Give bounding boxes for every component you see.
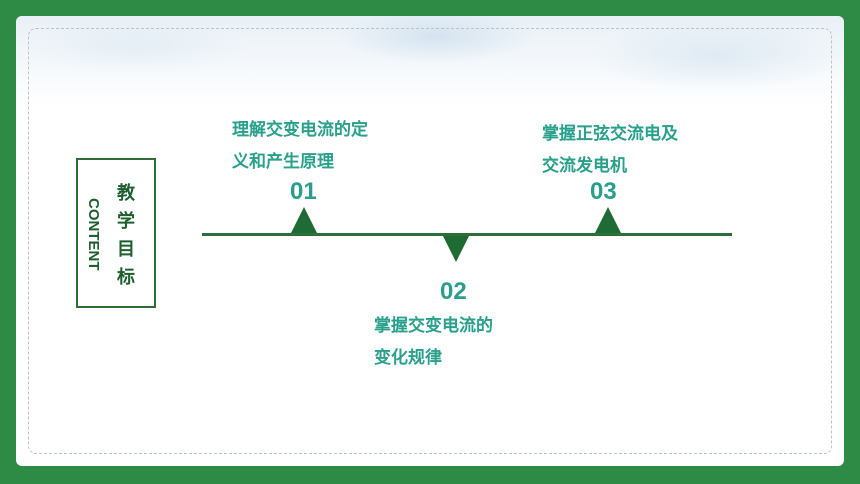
- goal-line: 变化规律: [374, 348, 442, 368]
- goal-line: 掌握交变电流的: [374, 316, 493, 336]
- timeline-marker-down-icon: [443, 236, 469, 262]
- goal-line: 掌握正弦交流电及: [542, 124, 678, 144]
- section-title-box: CONTENT 教 学 目 标: [76, 158, 156, 308]
- section-title-char: 教: [117, 183, 135, 204]
- dashed-frame: [28, 28, 832, 454]
- goal-02-text: 掌握交变电流的 变化规律: [374, 310, 493, 374]
- slide: CONTENT 教 学 目 标 理解交变电流的定 义和产生原理 01 02 掌握…: [16, 16, 844, 466]
- timeline-line: [202, 233, 732, 236]
- goal-line: 义和产生原理: [232, 152, 334, 172]
- section-title-char: 标: [117, 267, 135, 288]
- goal-01-text: 理解交变电流的定 义和产生原理: [232, 114, 368, 178]
- goal-line: 理解交变电流的定: [232, 120, 368, 140]
- timeline-marker-up-icon: [595, 207, 621, 233]
- timeline-marker-up-icon: [291, 207, 317, 233]
- goal-02-number: 02: [440, 278, 467, 305]
- section-title: 教 学 目 标: [114, 180, 138, 292]
- content-label: CONTENT: [85, 197, 102, 271]
- section-title-char: 目: [117, 239, 135, 260]
- section-title-char: 学: [117, 211, 135, 232]
- goal-01-number: 01: [290, 178, 317, 205]
- goal-03-text: 掌握正弦交流电及 交流发电机: [542, 118, 678, 182]
- sky-background: [16, 16, 844, 106]
- goal-line: 交流发电机: [542, 156, 627, 176]
- goal-03-number: 03: [590, 178, 617, 205]
